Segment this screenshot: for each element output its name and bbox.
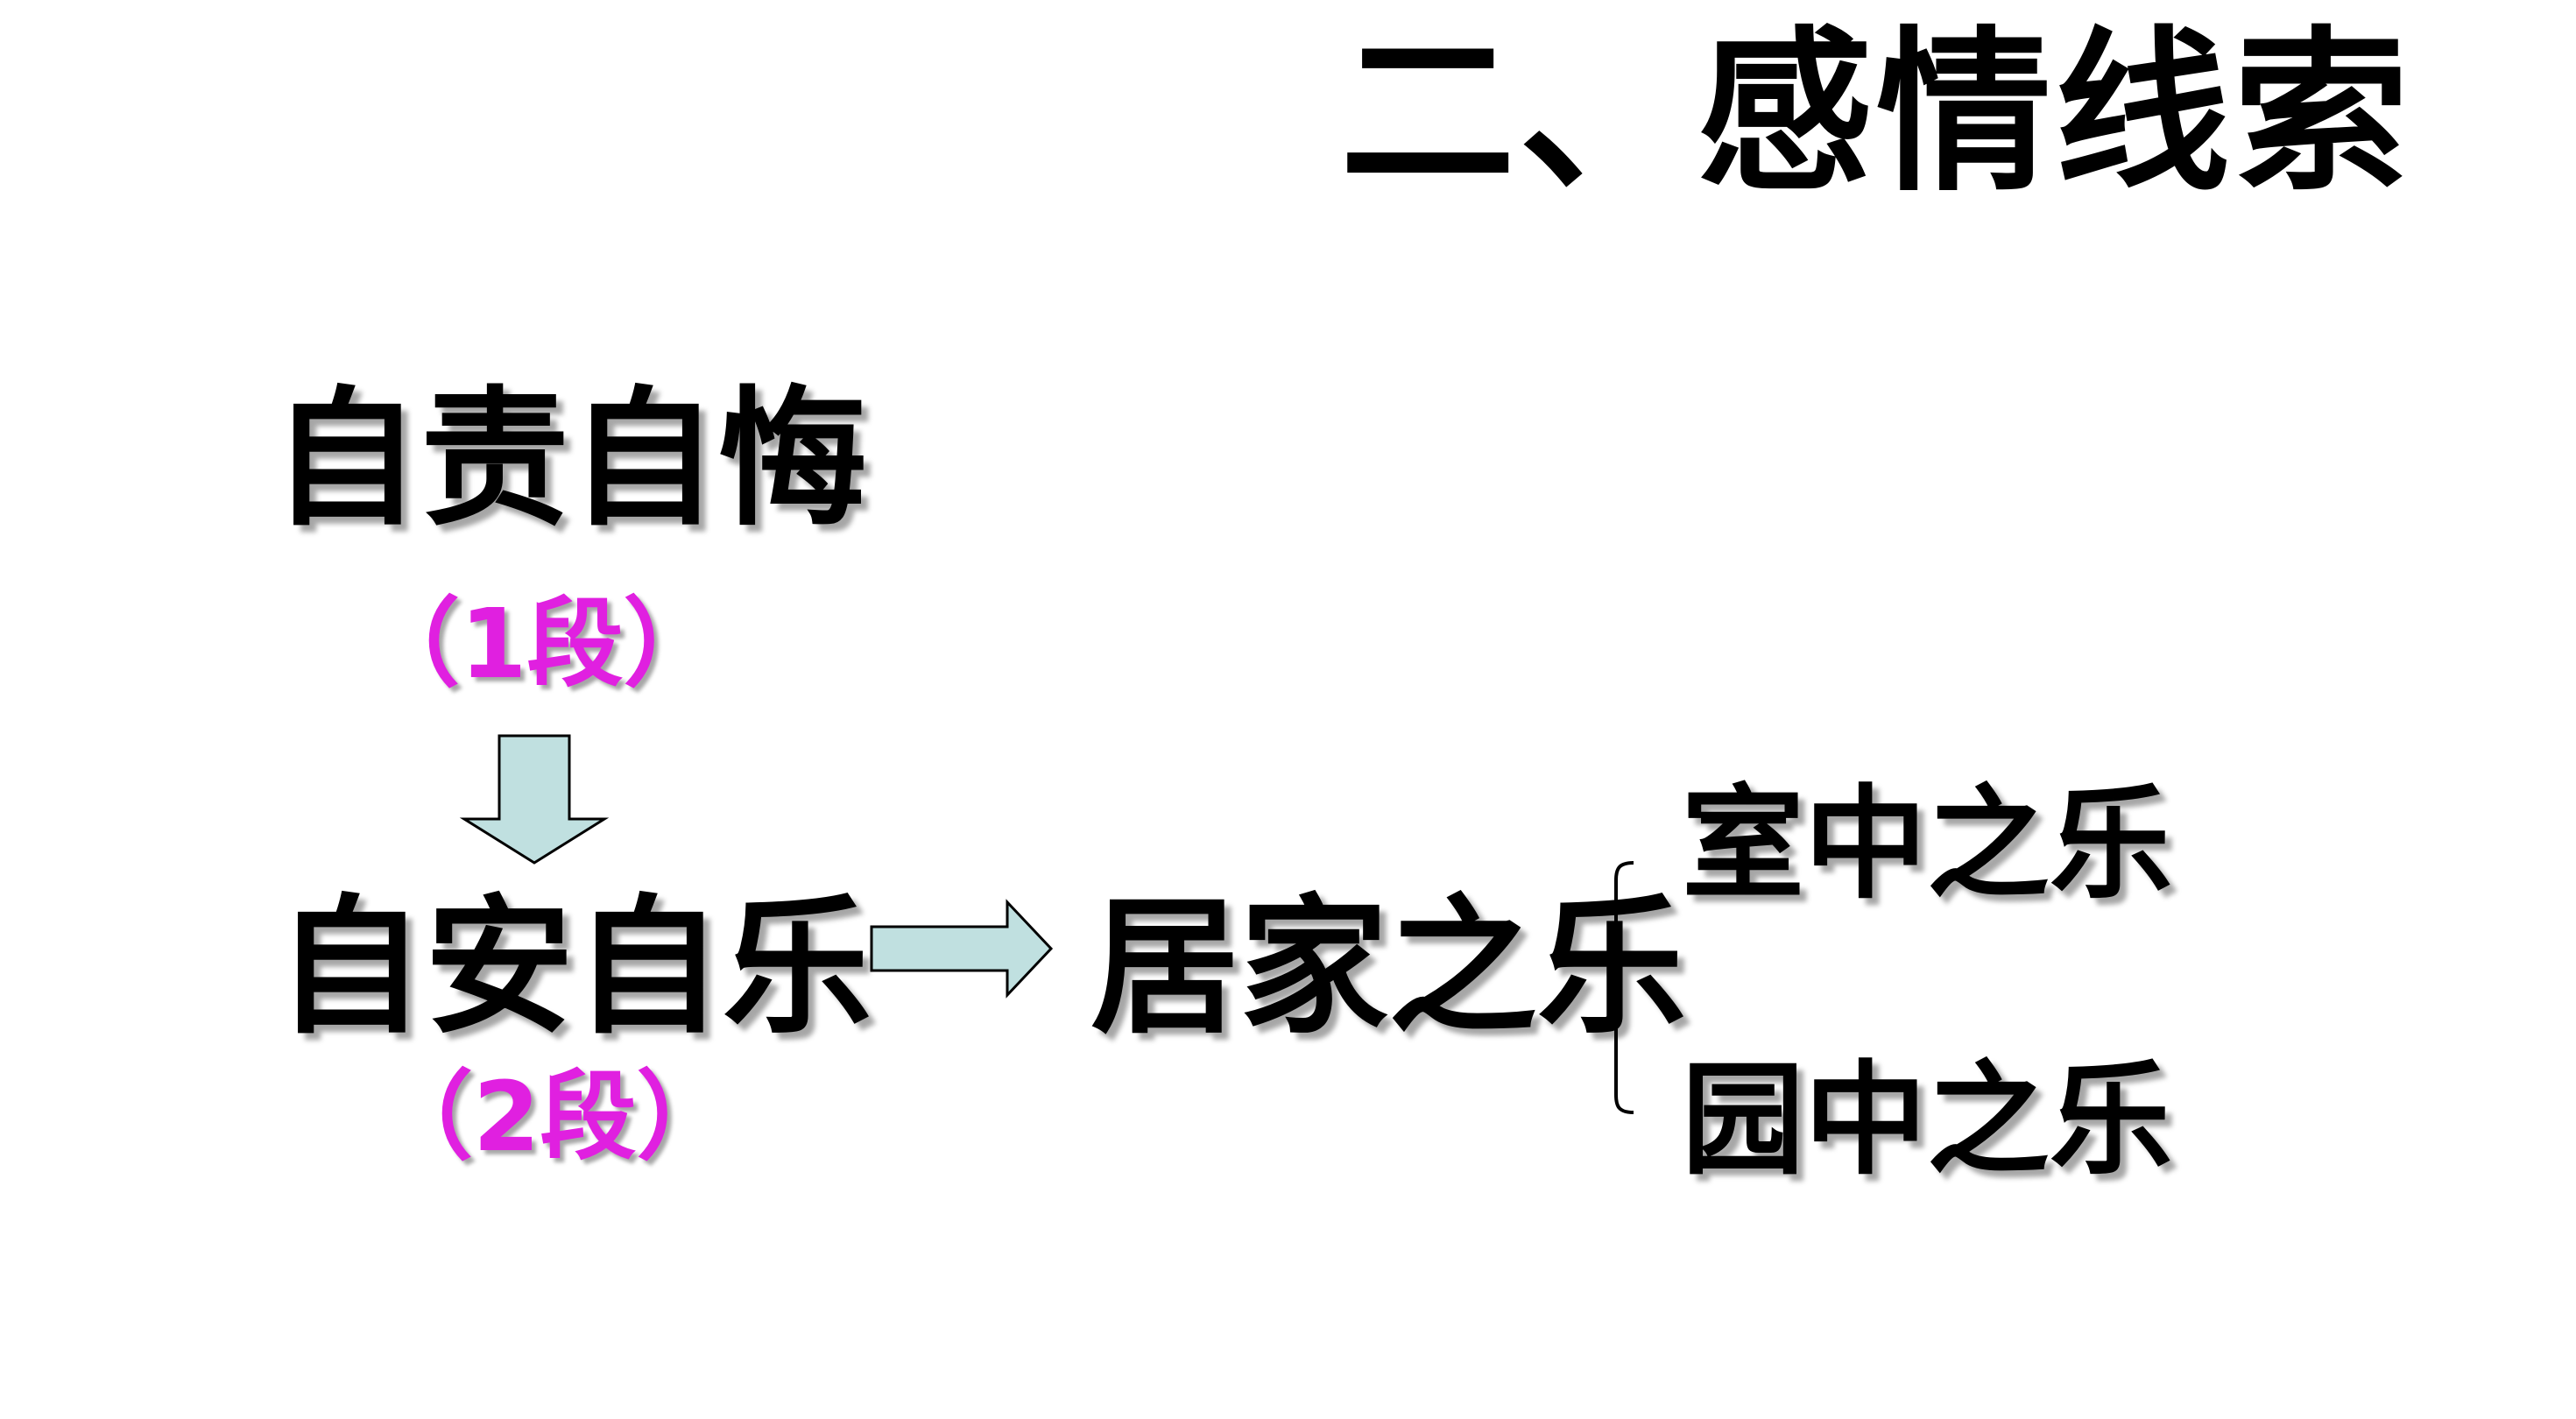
node-self-content-paragraph: （2段） bbox=[377, 1061, 733, 1173]
node-self-blame: 自责自悔 bbox=[272, 373, 868, 547]
node-room-joy: 室中之乐 bbox=[1682, 773, 2173, 916]
node-self-content: 自安自乐 bbox=[276, 881, 872, 1055]
node-self-blame-paragraph: （1段） bbox=[363, 588, 720, 700]
slide-title: 二、感情线索 bbox=[1340, 11, 2413, 215]
node-garden-joy: 园中之乐 bbox=[1682, 1049, 2173, 1192]
right-arrow bbox=[870, 899, 1054, 999]
down-arrow bbox=[459, 734, 610, 865]
left-brace bbox=[1614, 861, 1634, 1114]
node-home-joy: 居家之乐 bbox=[1090, 881, 1687, 1055]
